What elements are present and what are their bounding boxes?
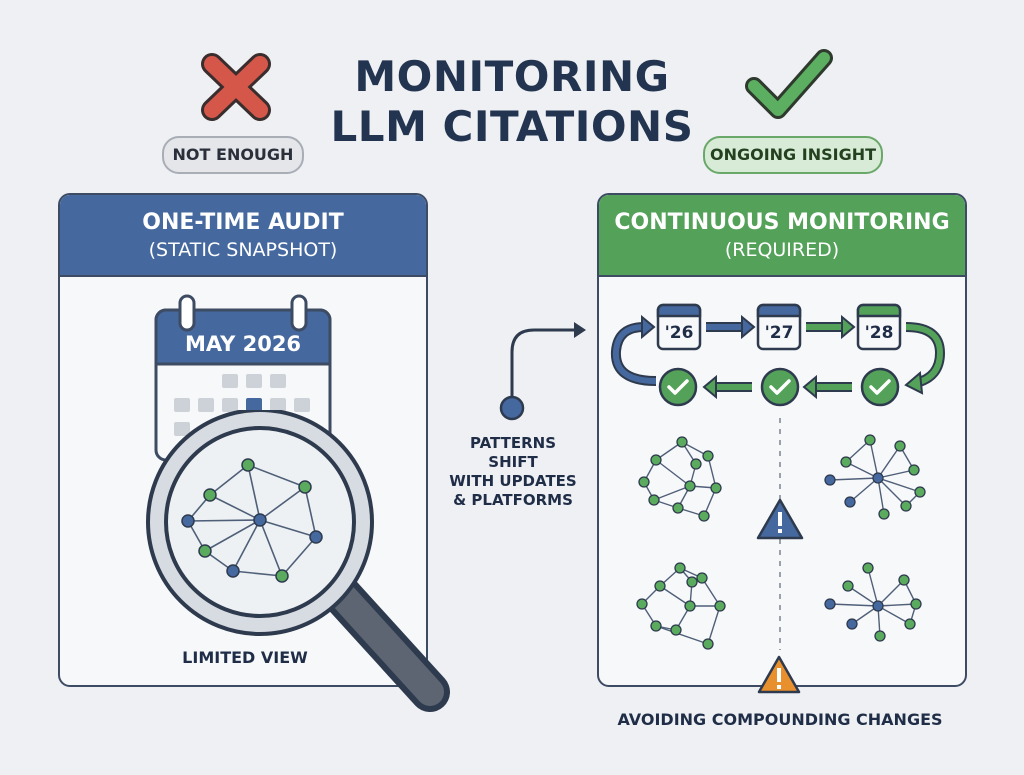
continuous-monitoring-subtitle: (REQUIRED) xyxy=(724,239,840,261)
patterns-shift-line-1: PATTERNS xyxy=(469,434,557,452)
network-comparison xyxy=(636,418,926,650)
ongoing-insight-badge: ONGOING INSIGHT xyxy=(703,136,883,174)
year-label-2026: '26 xyxy=(664,323,694,343)
page-title: MONITORING LLM CITATIONS xyxy=(300,52,724,152)
title-line-1: MONITORING xyxy=(354,52,670,101)
patterns-shift-line-2: SHIFT xyxy=(488,453,538,471)
avoiding-compounding-changes-label: AVOIDING COMPOUNDING CHANGES xyxy=(617,710,943,729)
calendar-icon-2026 xyxy=(656,303,702,351)
continuous-monitoring-title: CONTINUOUS MONITORING xyxy=(614,210,950,235)
warning-triangle-icon xyxy=(757,655,801,694)
one-time-audit-subtitle: (STATIC SNAPSHOT) xyxy=(148,239,338,261)
magnifying-glass-icon xyxy=(146,410,450,712)
transition-arrow xyxy=(499,322,586,421)
warning-triangle-icon-blue xyxy=(756,498,804,540)
year-label-2027: '27 xyxy=(764,323,794,343)
limited-view-label: LIMITED VIEW xyxy=(182,648,308,667)
one-time-audit-header: ONE-TIME AUDIT (STATIC SNAPSHOT) xyxy=(60,195,426,277)
calendar-icon-2028 xyxy=(856,303,902,351)
monitoring-cycle xyxy=(610,303,946,407)
calendar-month-label: MAY 2026 xyxy=(184,332,302,356)
patterns-shift-line-4: & PLATFORMS xyxy=(453,491,573,509)
year-label-2028: '28 xyxy=(864,323,894,343)
calendar-icon-2027 xyxy=(756,303,802,351)
x-mark-icon xyxy=(201,53,271,121)
continuous-monitoring-header: CONTINUOUS MONITORING (REQUIRED) xyxy=(599,195,965,277)
title-line-2: LLM CITATIONS xyxy=(330,102,694,151)
one-time-audit-title: ONE-TIME AUDIT xyxy=(142,210,344,235)
patterns-shift-line-3: WITH UPDATES xyxy=(449,472,577,490)
patterns-shift-label: PATTERNS SHIFT WITH UPDATES & PLATFORMS xyxy=(438,434,588,510)
not-enough-badge: NOT ENOUGH xyxy=(162,136,304,174)
check-circle-icons xyxy=(658,367,900,407)
check-mark-icon xyxy=(745,49,833,119)
